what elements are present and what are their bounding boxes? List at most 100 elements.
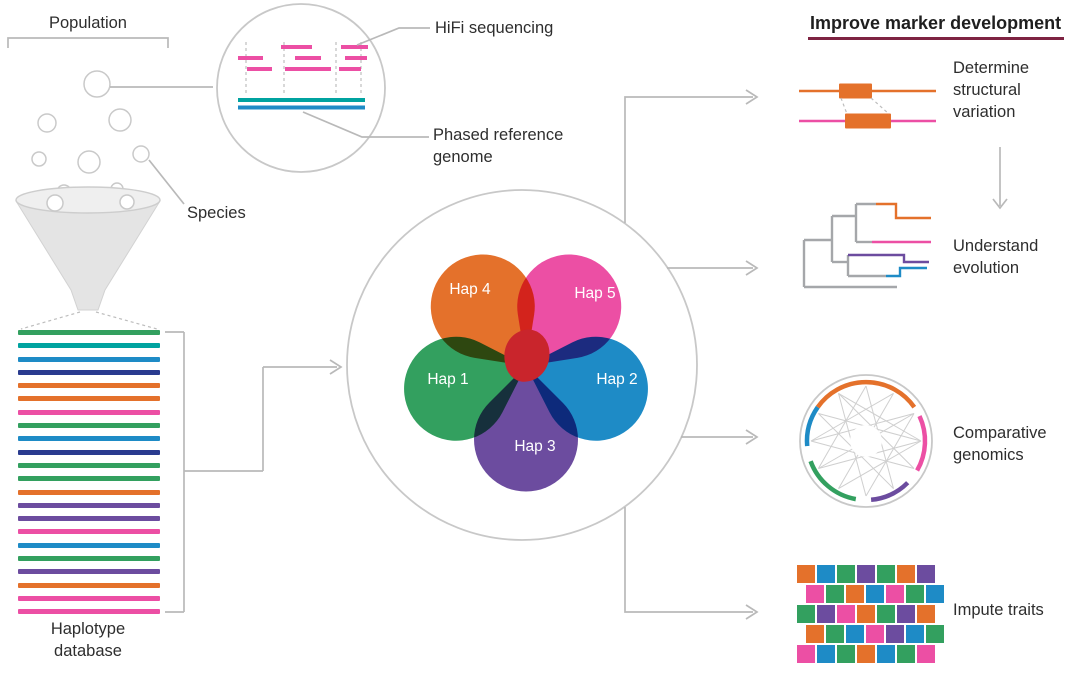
outcome-structural-variation-label: Determine structural variation — [953, 59, 1030, 121]
trait-cell — [866, 585, 884, 603]
population-bracket — [7, 37, 169, 48]
structural-variation-icon — [799, 83, 936, 129]
haplotype-database-label: Haplotype database — [50, 620, 126, 660]
population-funnel-group — [7, 37, 213, 330]
trait-cell — [826, 625, 844, 643]
header-underline — [808, 37, 1064, 40]
trait-cell — [837, 645, 855, 663]
trait-cell — [857, 605, 875, 623]
pangenome-circle — [346, 189, 698, 541]
trait-cell — [806, 625, 824, 643]
haplotype-line — [18, 542, 160, 548]
trait-cell — [797, 565, 815, 583]
flow-arrows — [624, 89, 759, 620]
impute-grid-row — [797, 605, 944, 623]
trait-cell — [917, 605, 935, 623]
haplotype-line — [18, 582, 160, 588]
species-label: Species — [187, 204, 246, 222]
haplotype-line — [18, 423, 160, 429]
trait-cell — [866, 625, 884, 643]
trait-cell — [846, 585, 864, 603]
trait-cell — [857, 565, 875, 583]
species-pointer-line — [148, 159, 185, 205]
population-label: Population — [49, 14, 127, 32]
trait-cell — [926, 585, 944, 603]
evolution-tree-icon — [802, 202, 931, 289]
hifi-sequencing-label: HiFi sequencing — [435, 19, 554, 37]
outcome-comparative-label: Comparative genomics — [953, 424, 1047, 464]
hifi-reads — [238, 45, 368, 71]
trait-cell — [906, 585, 924, 603]
trait-cell — [837, 605, 855, 623]
haplotype-line — [18, 396, 160, 402]
trait-cell — [797, 645, 815, 663]
trait-cell — [806, 585, 824, 603]
impute-grid-row — [806, 625, 944, 643]
trait-cell — [926, 625, 944, 643]
haplotype-line — [18, 356, 160, 362]
haplotype-line — [18, 409, 160, 415]
sequencing-circle — [216, 3, 386, 173]
trait-cell — [846, 625, 864, 643]
impute-grid-row — [797, 565, 944, 583]
trait-cell — [797, 605, 815, 623]
haplotype-line — [18, 449, 160, 455]
trait-cell — [877, 645, 895, 663]
trait-cell — [886, 625, 904, 643]
haplotype-line — [18, 556, 160, 562]
haplotype-line — [18, 462, 160, 468]
haplotype-line — [18, 489, 160, 495]
outcome-impute-label: Impute traits — [953, 601, 1044, 619]
haplotype-line — [18, 330, 160, 335]
database-bracket-group — [165, 331, 343, 613]
hap-label-5: Hap 5 — [574, 285, 616, 302]
phased-pointer-line — [302, 111, 429, 138]
impute-traits-grid — [797, 565, 944, 665]
comparative-genomics-icon — [799, 374, 933, 508]
trait-cell — [857, 645, 875, 663]
trait-cell — [897, 565, 915, 583]
hap-label-2: Hap 2 — [596, 371, 638, 388]
funnel-icon — [15, 200, 161, 311]
hifi-pointer-line — [356, 27, 430, 46]
haplotype-line — [18, 369, 160, 375]
trait-cell — [877, 565, 895, 583]
trait-cell — [837, 565, 855, 583]
trait-cell — [817, 565, 835, 583]
haplotype-line — [18, 383, 160, 389]
impute-grid-row — [797, 645, 944, 663]
arrowhead — [329, 359, 343, 375]
funnel-db-dash-left — [20, 311, 81, 330]
hap-label-1: Hap 1 — [427, 371, 469, 388]
down-arrow — [992, 147, 1008, 210]
trait-cell — [906, 625, 924, 643]
funnel-mouth — [15, 186, 161, 214]
haplotype-line — [18, 529, 160, 535]
haplotype-line — [18, 609, 160, 615]
haplotype-database — [18, 330, 160, 615]
trait-cell — [897, 605, 915, 623]
haplotype-line — [18, 502, 160, 508]
haplotype-line — [18, 595, 160, 601]
trait-cell — [817, 605, 835, 623]
trait-cell — [897, 645, 915, 663]
haplotype-line — [18, 436, 160, 442]
sequencing-circle-group — [216, 3, 430, 173]
trait-cell — [826, 585, 844, 603]
hap-label-4: Hap 4 — [449, 281, 491, 298]
trait-cell — [877, 605, 895, 623]
haplotype-line — [18, 343, 160, 349]
trait-cell — [817, 645, 835, 663]
funnel-db-dash-right — [95, 311, 158, 330]
haplotype-line — [18, 516, 160, 522]
trait-cell — [917, 645, 935, 663]
outcome-evolution-label: Understand evolution — [953, 237, 1039, 277]
population-bubbles — [31, 70, 150, 200]
plot-hole — [850, 425, 882, 457]
hap-label-3: Hap 3 — [514, 438, 556, 455]
trait-cell — [886, 585, 904, 603]
plot-ring — [799, 374, 933, 508]
phased-reference-label: Phased reference genome — [433, 126, 564, 166]
